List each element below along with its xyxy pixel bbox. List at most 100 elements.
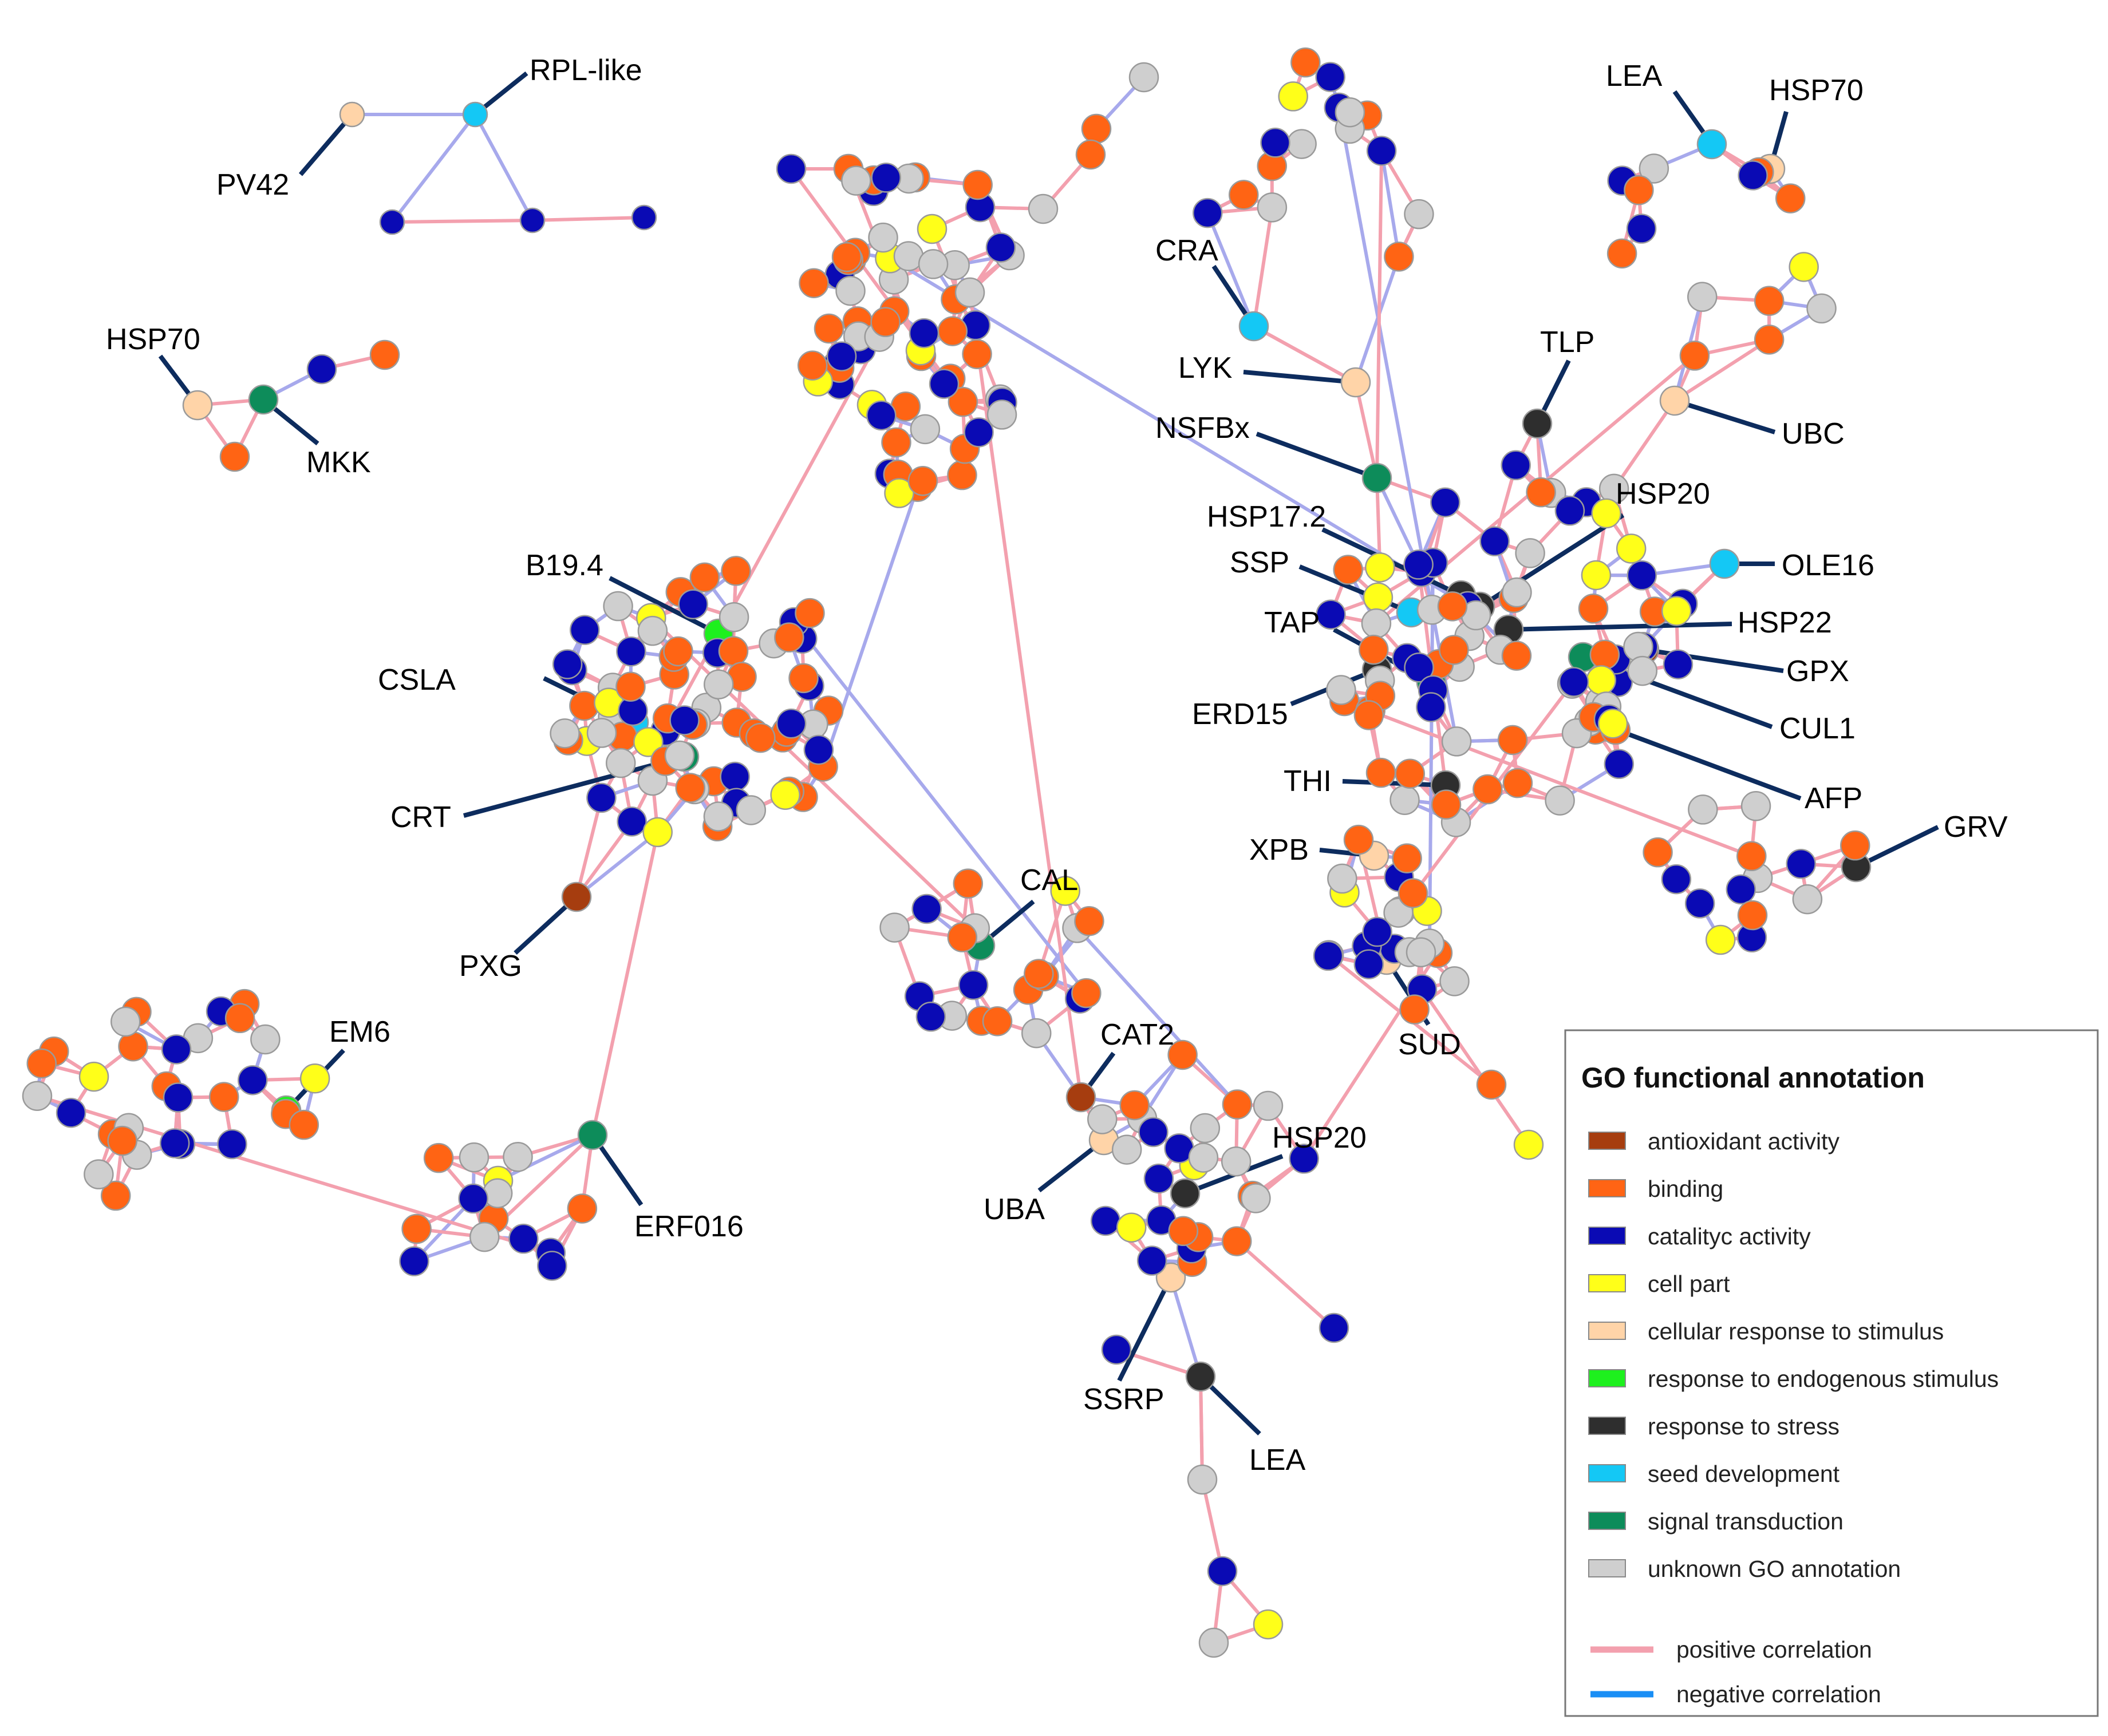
gene-node [1736,841,1767,872]
gene-node [1740,791,1771,821]
gene-node [675,773,705,803]
gene-node [1335,97,1365,128]
gene-node [1661,864,1692,895]
gene-node [603,591,633,622]
gene-label-lyk: LYK [1178,351,1233,385]
gene-node [788,663,819,694]
legend-title: GO functional annotation [1581,1062,1925,1094]
gene-node [1238,311,1269,342]
gene-node [339,101,365,128]
legend-swatch-endogenous-stimulus [1588,1369,1626,1387]
gene-node [1679,341,1710,371]
gene-node [1684,888,1715,919]
positive-correlation-edge [1235,1240,1335,1330]
gene-node [1065,1082,1096,1113]
gene-node [1501,450,1531,481]
gene-node [1358,634,1389,665]
gene-node [586,718,617,748]
positive-correlation-edge [1612,400,1676,490]
gene-node [1119,1090,1150,1121]
gene-node [1578,594,1609,624]
gene-node [1136,1245,1167,1276]
gene-node [1326,675,1356,705]
gene-node [776,708,807,739]
negative-correlation-edge [1375,477,1420,566]
gene-node [459,1142,490,1173]
gene-label-sud: SUD [1398,1028,1461,1061]
gene-node [519,207,546,234]
gene-node [1024,959,1054,989]
legend-swatch-cell-part [1588,1274,1626,1292]
gene-node [56,1097,86,1128]
gene-node [721,556,751,586]
positive-correlation-edge [392,219,533,224]
gene-node [617,806,647,837]
gene-node [1090,1205,1121,1236]
gene-node [745,722,776,753]
negative-correlation-edge [1169,1277,1202,1377]
legend-swatch-response-to-stress [1588,1417,1626,1435]
gene-node [1513,1129,1544,1160]
gene-node [937,316,968,346]
gene-node [1361,608,1392,639]
gene-label-ssrp: SSRP [1083,1383,1164,1416]
gene-label-pxg: PXG [459,950,522,983]
gene-node [567,1193,598,1224]
gene-node [1688,794,1718,825]
gene-node [1522,408,1553,439]
gene-label-csla: CSLA [378,663,456,697]
gene-node [918,249,949,279]
gene-node [1606,238,1637,269]
gene-node [884,478,914,508]
gene-node [1404,199,1434,230]
gene-node [1696,129,1727,160]
gene-label-erd15: ERD15 [1192,698,1288,731]
positive-correlation-edge [1375,151,1384,479]
gene-node [224,1003,255,1034]
gene-node [770,780,800,810]
gene-node [1128,62,1159,93]
gene-node [78,1061,109,1092]
gene-node [962,169,993,200]
gene-label-hsp17-2: HSP17.2 [1207,500,1326,533]
gene-node [1687,282,1718,312]
network-nodes [22,47,1872,1658]
gene-node [797,350,828,381]
gene-node [1639,153,1669,184]
gene-label-grv: GRV [1944,810,2008,844]
gene-label-hsp20-right: HSP20 [1616,477,1710,511]
gene-node [1363,582,1394,612]
gene-node [159,1128,190,1158]
gene-node [369,339,400,370]
gene-node [1789,252,1819,282]
gene-node [1111,1134,1142,1165]
gene-node [986,400,1017,430]
gene-node [703,669,734,700]
gene-node [689,562,720,593]
positive-correlation-edge [1201,1479,1224,1572]
gene-node [1365,757,1396,788]
gene-node [616,636,646,667]
gene-node [1786,849,1816,879]
gene-node [1071,978,1102,1009]
gene-node [1591,498,1621,529]
gene-node [163,1082,194,1113]
gene-node [1343,824,1374,855]
gene-node [831,242,862,272]
gene-node [306,354,337,385]
leader-line-gpx [1644,647,1784,673]
legend-label-cell-part: cell part [1648,1271,1730,1297]
gene-node [482,1178,513,1208]
gene-node [1737,900,1768,931]
gene-node [1313,940,1344,971]
gene-node [1663,649,1693,679]
gene-node [1497,725,1528,756]
legend-label-cellular-response: cellular response to stimulus [1648,1318,1944,1344]
legend-label-response-to-stress: response to stress [1648,1413,1839,1440]
positive-correlation-edge [1199,1376,1204,1480]
gene-node [1441,726,1472,757]
leader-line-pv42 [298,113,354,176]
gene-node [570,615,600,645]
gene-node [1253,1609,1284,1640]
positive-correlation-edge [591,832,660,1136]
